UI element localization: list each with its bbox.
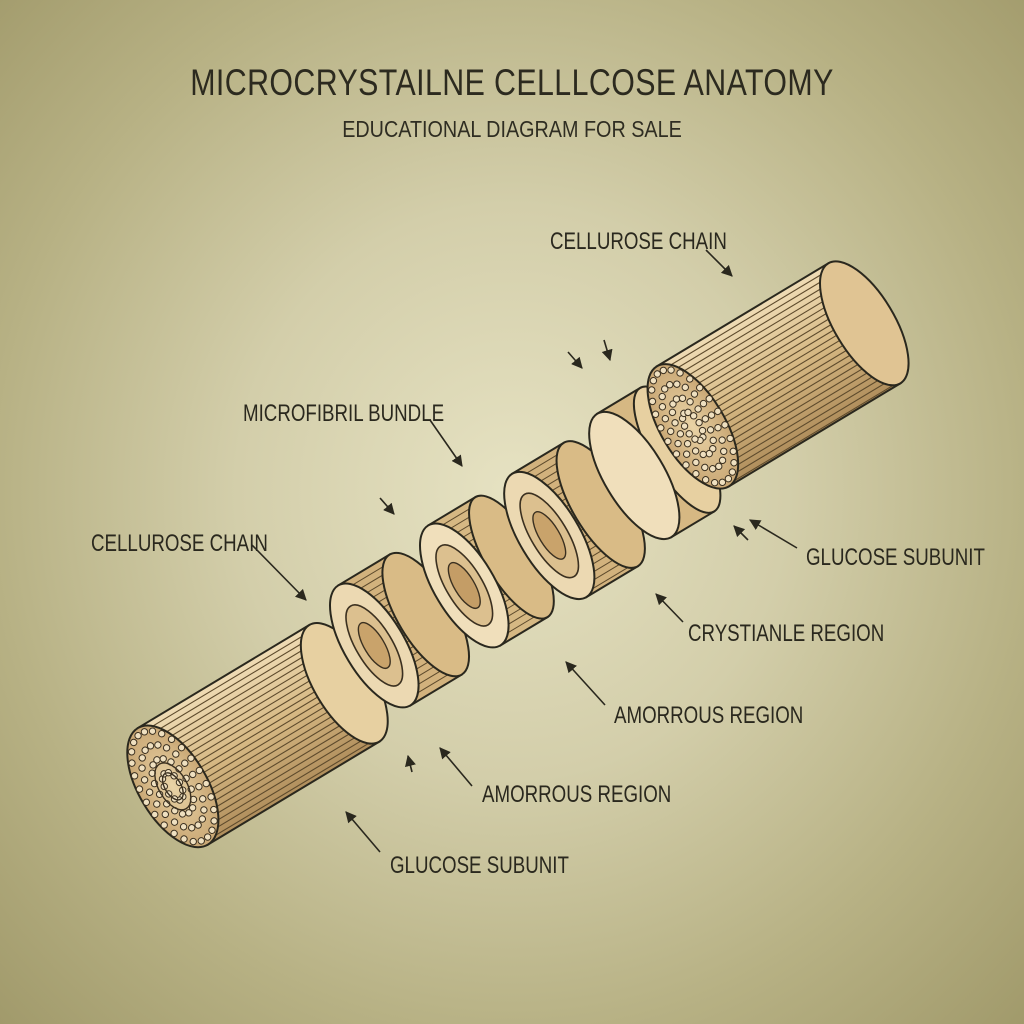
crystalline-disc-1 bbox=[329, 551, 471, 709]
label-glucose-subunit-right: GLUCOSE SUBUNIT bbox=[806, 544, 985, 571]
leader-glucose-subunit-bottom bbox=[345, 811, 381, 853]
label-cellulose-chain-left: CELLUROSE CHAIN bbox=[91, 530, 268, 557]
small-arrow bbox=[405, 754, 416, 773]
small-arrow bbox=[601, 339, 613, 362]
label-glucose-subunit-bottom: GLUCOSE SUBUNIT bbox=[390, 852, 569, 879]
small-arrow bbox=[379, 497, 395, 515]
fiber-cylinder-right bbox=[646, 260, 910, 490]
leader-cellulose-chain-left bbox=[251, 544, 307, 601]
amorphous-disc-2 bbox=[419, 494, 555, 649]
small-arrow bbox=[733, 525, 749, 541]
label-amorphous-region-mid: AMORROUS REGION bbox=[614, 702, 804, 729]
leader-amorphous-region-low bbox=[439, 747, 473, 787]
page-subtitle: EDUCATIONAL DIAGRAM FOR SALE bbox=[342, 116, 682, 142]
leader-crystalline-region bbox=[655, 593, 684, 623]
leader-amorphous-region-mid bbox=[565, 661, 606, 706]
label-amorphous-region-low: AMORROUS REGION bbox=[482, 781, 672, 808]
small-arrow bbox=[567, 351, 583, 369]
leader-cellulose-chain-top bbox=[705, 249, 733, 277]
label-microfibril-bundle: MICROFIBRIL BUNDLE bbox=[243, 400, 445, 427]
fiber-cylinder-left bbox=[126, 622, 389, 849]
label-crystalline-region: CRYSTIANLE REGION bbox=[688, 620, 885, 647]
crystalline-disc-3 bbox=[503, 440, 646, 601]
leader-microfibril-bundle bbox=[429, 419, 463, 467]
label-cellulose-chain-top: CELLUROSE CHAIN bbox=[550, 228, 727, 255]
leader-glucose-subunit-right bbox=[749, 519, 798, 549]
page-title: MICROCRYSTAILNE CELLLCOSE ANATOMY bbox=[190, 62, 834, 103]
